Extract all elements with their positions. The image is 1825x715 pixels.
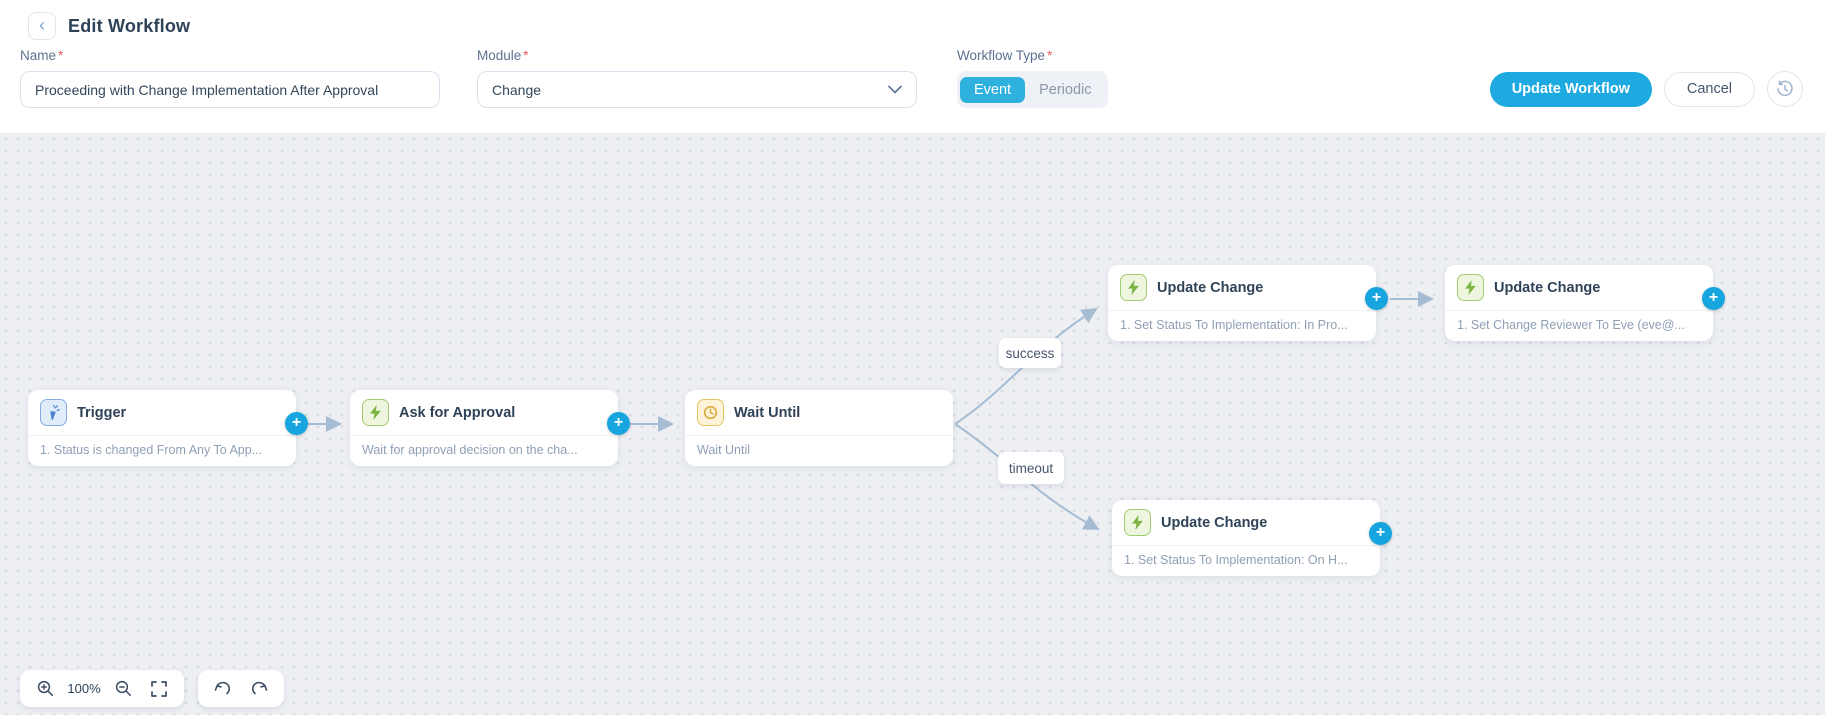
clock-icon: [697, 399, 724, 426]
node-ask-for-approval[interactable]: Ask for Approval Wait for approval decis…: [350, 390, 630, 466]
page-title: Edit Workflow: [68, 15, 191, 36]
add-node-button[interactable]: +: [1365, 287, 1388, 310]
back-button[interactable]: ‹: [28, 12, 56, 40]
node-subtitle: 1. Set Status To Implementation: On H...: [1124, 553, 1348, 567]
node-subtitle: 1. Set Status To Implementation: In Pro.…: [1120, 318, 1348, 332]
module-selected-value: Change: [492, 81, 542, 98]
redo-button[interactable]: [244, 674, 274, 704]
node-title: Ask for Approval: [399, 404, 516, 421]
fullscreen-icon: [151, 680, 167, 697]
lightning-bolt-icon: [1120, 274, 1147, 301]
workflow-type-option-event[interactable]: Event: [960, 76, 1026, 103]
zoom-out-icon: [115, 680, 131, 696]
trigger-cursor-icon: [40, 399, 67, 426]
module-label: Module*: [477, 48, 529, 63]
workflow-type-option-periodic[interactable]: Periodic: [1039, 81, 1092, 98]
node-subtitle: Wait for approval decision on the cha...: [362, 443, 578, 457]
chevron-left-icon: ‹: [39, 15, 45, 35]
add-node-button[interactable]: +: [285, 412, 308, 435]
node-wait-until[interactable]: Wait Until Wait Until: [685, 390, 953, 466]
add-node-button[interactable]: +: [1369, 522, 1392, 545]
undo-button[interactable]: [208, 674, 238, 704]
workflow-canvas[interactable]: Trigger 1. Status is changed From Any To…: [0, 133, 1825, 715]
lightning-bolt-icon: [1124, 509, 1151, 536]
node-title: Update Change: [1157, 279, 1264, 296]
history-clock-icon: [1777, 80, 1793, 97]
edge-label-success: success: [999, 338, 1061, 368]
update-workflow-button[interactable]: Update Workflow: [1489, 71, 1652, 107]
history-restore-button[interactable]: [1767, 71, 1803, 107]
node-title: Update Change: [1494, 279, 1601, 296]
node-update-change-timeout[interactable]: Update Change 1. Set Status To Implement…: [1112, 500, 1392, 576]
required-mark: *: [58, 48, 64, 63]
node-update-change-reviewer[interactable]: Update Change 1. Set Change Reviewer To …: [1445, 265, 1725, 341]
name-input[interactable]: [20, 71, 440, 108]
cancel-button[interactable]: Cancel: [1663, 71, 1755, 107]
module-select[interactable]: Change: [477, 71, 917, 108]
add-node-button[interactable]: +: [1702, 287, 1725, 310]
node-subtitle: Wait Until: [697, 443, 751, 457]
canvas-toolbar: 100%: [20, 670, 284, 707]
node-trigger[interactable]: Trigger 1. Status is changed From Any To…: [28, 390, 308, 466]
workflow-type-toggle: Event Periodic: [957, 71, 1109, 108]
zoom-level: 100%: [67, 681, 101, 696]
lightning-bolt-icon: [1457, 274, 1484, 301]
zoom-in-icon: [37, 680, 53, 696]
redo-icon: [251, 681, 268, 695]
workflow-type-label: Workflow Type*: [957, 48, 1053, 63]
node-title: Trigger: [77, 404, 127, 421]
zoom-in-button[interactable]: [30, 674, 60, 704]
node-title: Update Change: [1161, 514, 1268, 531]
undo-icon: [214, 681, 231, 695]
lightning-bolt-icon: [362, 399, 389, 426]
required-mark: *: [523, 48, 529, 63]
zoom-out-button[interactable]: [108, 674, 138, 704]
edge-label-timeout: timeout: [998, 452, 1064, 484]
required-mark: *: [1047, 48, 1053, 63]
header: ‹ Edit Workflow Name* Module* Change Wor…: [0, 0, 1825, 133]
add-node-button[interactable]: +: [607, 412, 630, 435]
node-subtitle: 1. Set Change Reviewer To Eve (eve@...: [1457, 318, 1685, 332]
node-subtitle: 1. Status is changed From Any To App...: [40, 443, 263, 457]
node-update-change-success[interactable]: Update Change 1. Set Status To Implement…: [1108, 265, 1388, 341]
chevron-down-icon: [888, 85, 902, 94]
node-title: Wait Until: [734, 404, 801, 421]
fit-view-button[interactable]: [144, 674, 174, 704]
name-label: Name*: [20, 48, 64, 63]
